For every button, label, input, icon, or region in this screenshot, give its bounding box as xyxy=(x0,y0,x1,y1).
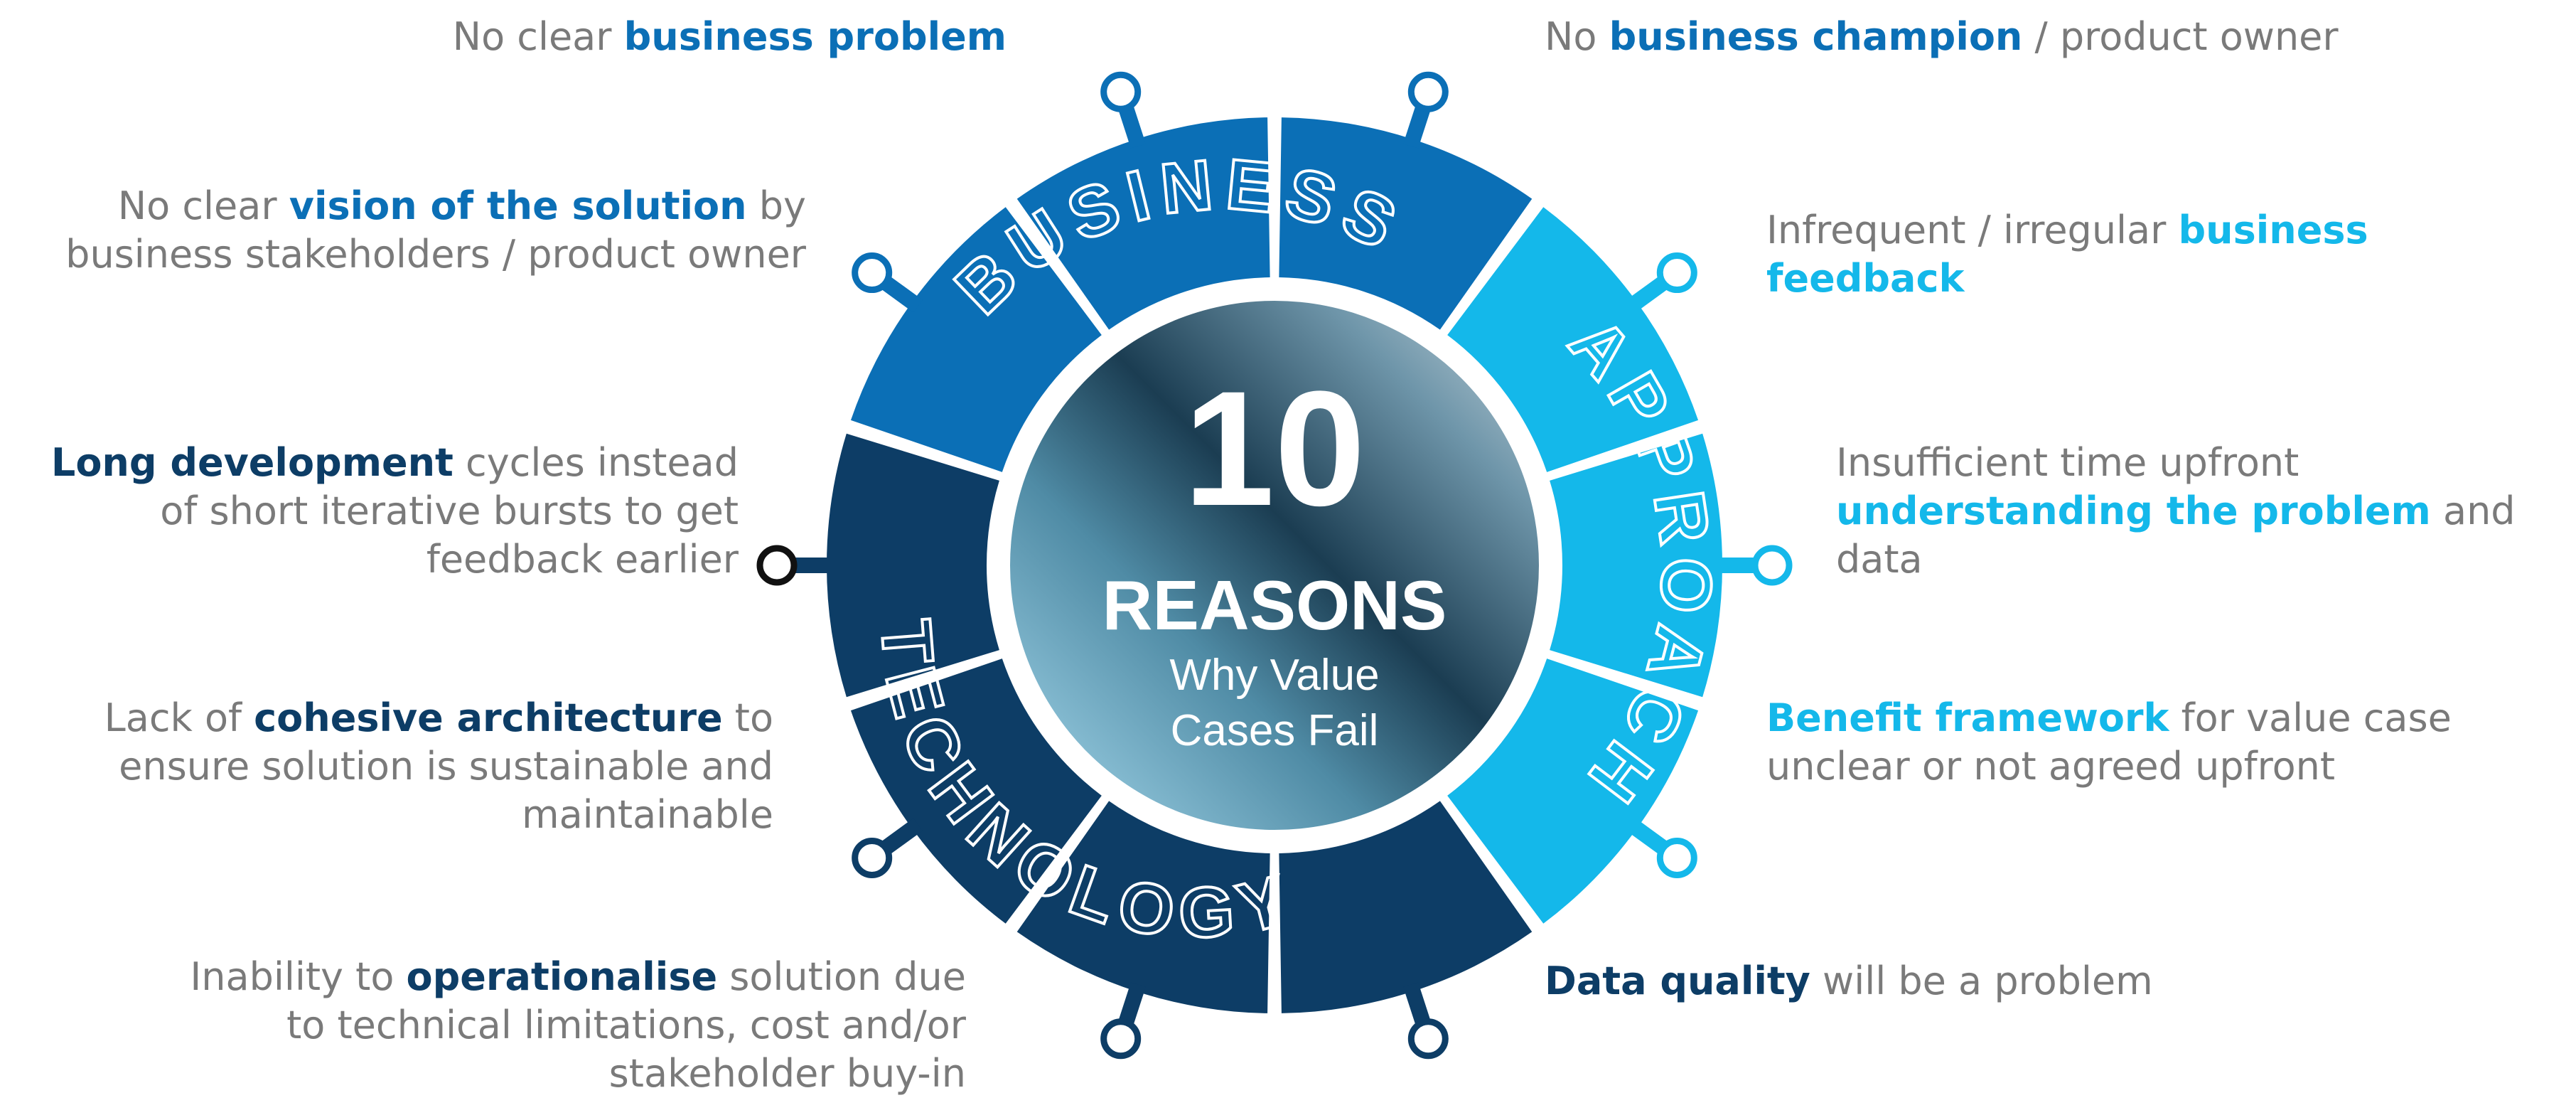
reason-upfront-understanding: Insufficient time upfront understanding … xyxy=(1836,440,2516,582)
connector-stem-operationalise xyxy=(1118,982,1146,1025)
connector-node-architecture xyxy=(852,837,893,878)
ring-segment-business-problem xyxy=(1016,117,1270,330)
reason-benefit-framework: Benefit framework for value case unclear… xyxy=(1766,695,2452,789)
ring-segment-upfront xyxy=(1550,433,1723,698)
connector-node-long-development xyxy=(756,545,798,586)
center-title: REASONS xyxy=(1102,566,1447,644)
reason-business-feedback: Infrequent / irregular business feedback xyxy=(1766,208,2368,301)
connector-stem-benefit xyxy=(1626,818,1668,854)
connector-stem-champion xyxy=(1403,106,1431,149)
connector-node-operationalise xyxy=(1100,1018,1142,1060)
ring-segment-data-quality xyxy=(1279,801,1533,1013)
connector-stem-feedback xyxy=(1626,277,1668,313)
reason-data-quality: Data quality will be a problem xyxy=(1545,959,2153,1003)
ring-segment-feedback xyxy=(1447,207,1699,472)
reason-business-problem: No clear business problem xyxy=(452,14,1007,59)
reason-business-champion: No business champion / product owner xyxy=(1545,14,2339,59)
connector-node-benefit xyxy=(1656,837,1697,878)
connector-stem-vision xyxy=(881,277,923,313)
reason-long-development: Long development cycles instead of short… xyxy=(50,440,739,582)
connector-stem-business-problem xyxy=(1118,106,1146,149)
ring-segment-vision xyxy=(850,207,1102,472)
ring-segment-operationalise xyxy=(1016,801,1270,1013)
connector-stem-architecture xyxy=(881,818,923,854)
ring-segment-champion xyxy=(1279,117,1533,330)
connector-stem-data-quality xyxy=(1403,982,1431,1025)
connector-node-business-problem xyxy=(1100,71,1142,112)
connector-node-data-quality xyxy=(1407,1018,1449,1060)
reason-vision: No clear vision of the solution by busin… xyxy=(65,183,806,277)
center-number: 10 xyxy=(1184,357,1365,540)
ring-segment-long-development xyxy=(827,433,999,698)
reason-architecture: Lack of cohesive architecture to ensure … xyxy=(104,695,773,837)
reason-operationalise: Inability to operationalise solution due… xyxy=(190,954,966,1096)
connector-node-upfront xyxy=(1751,545,1793,586)
center-subtitle-line1: Why Value xyxy=(1169,651,1379,700)
ring-segment-benefit xyxy=(1447,658,1699,924)
center-subtitle-line2: Cases Fail xyxy=(1171,706,1379,755)
center-disc xyxy=(1010,301,1539,830)
ring-segments xyxy=(827,117,1723,1013)
connector-nodes xyxy=(756,71,1793,1060)
connector-node-vision xyxy=(852,252,893,294)
connector-node-feedback xyxy=(1656,252,1697,294)
ring-segment-architecture xyxy=(850,658,1102,924)
connector-node-champion xyxy=(1407,71,1449,112)
